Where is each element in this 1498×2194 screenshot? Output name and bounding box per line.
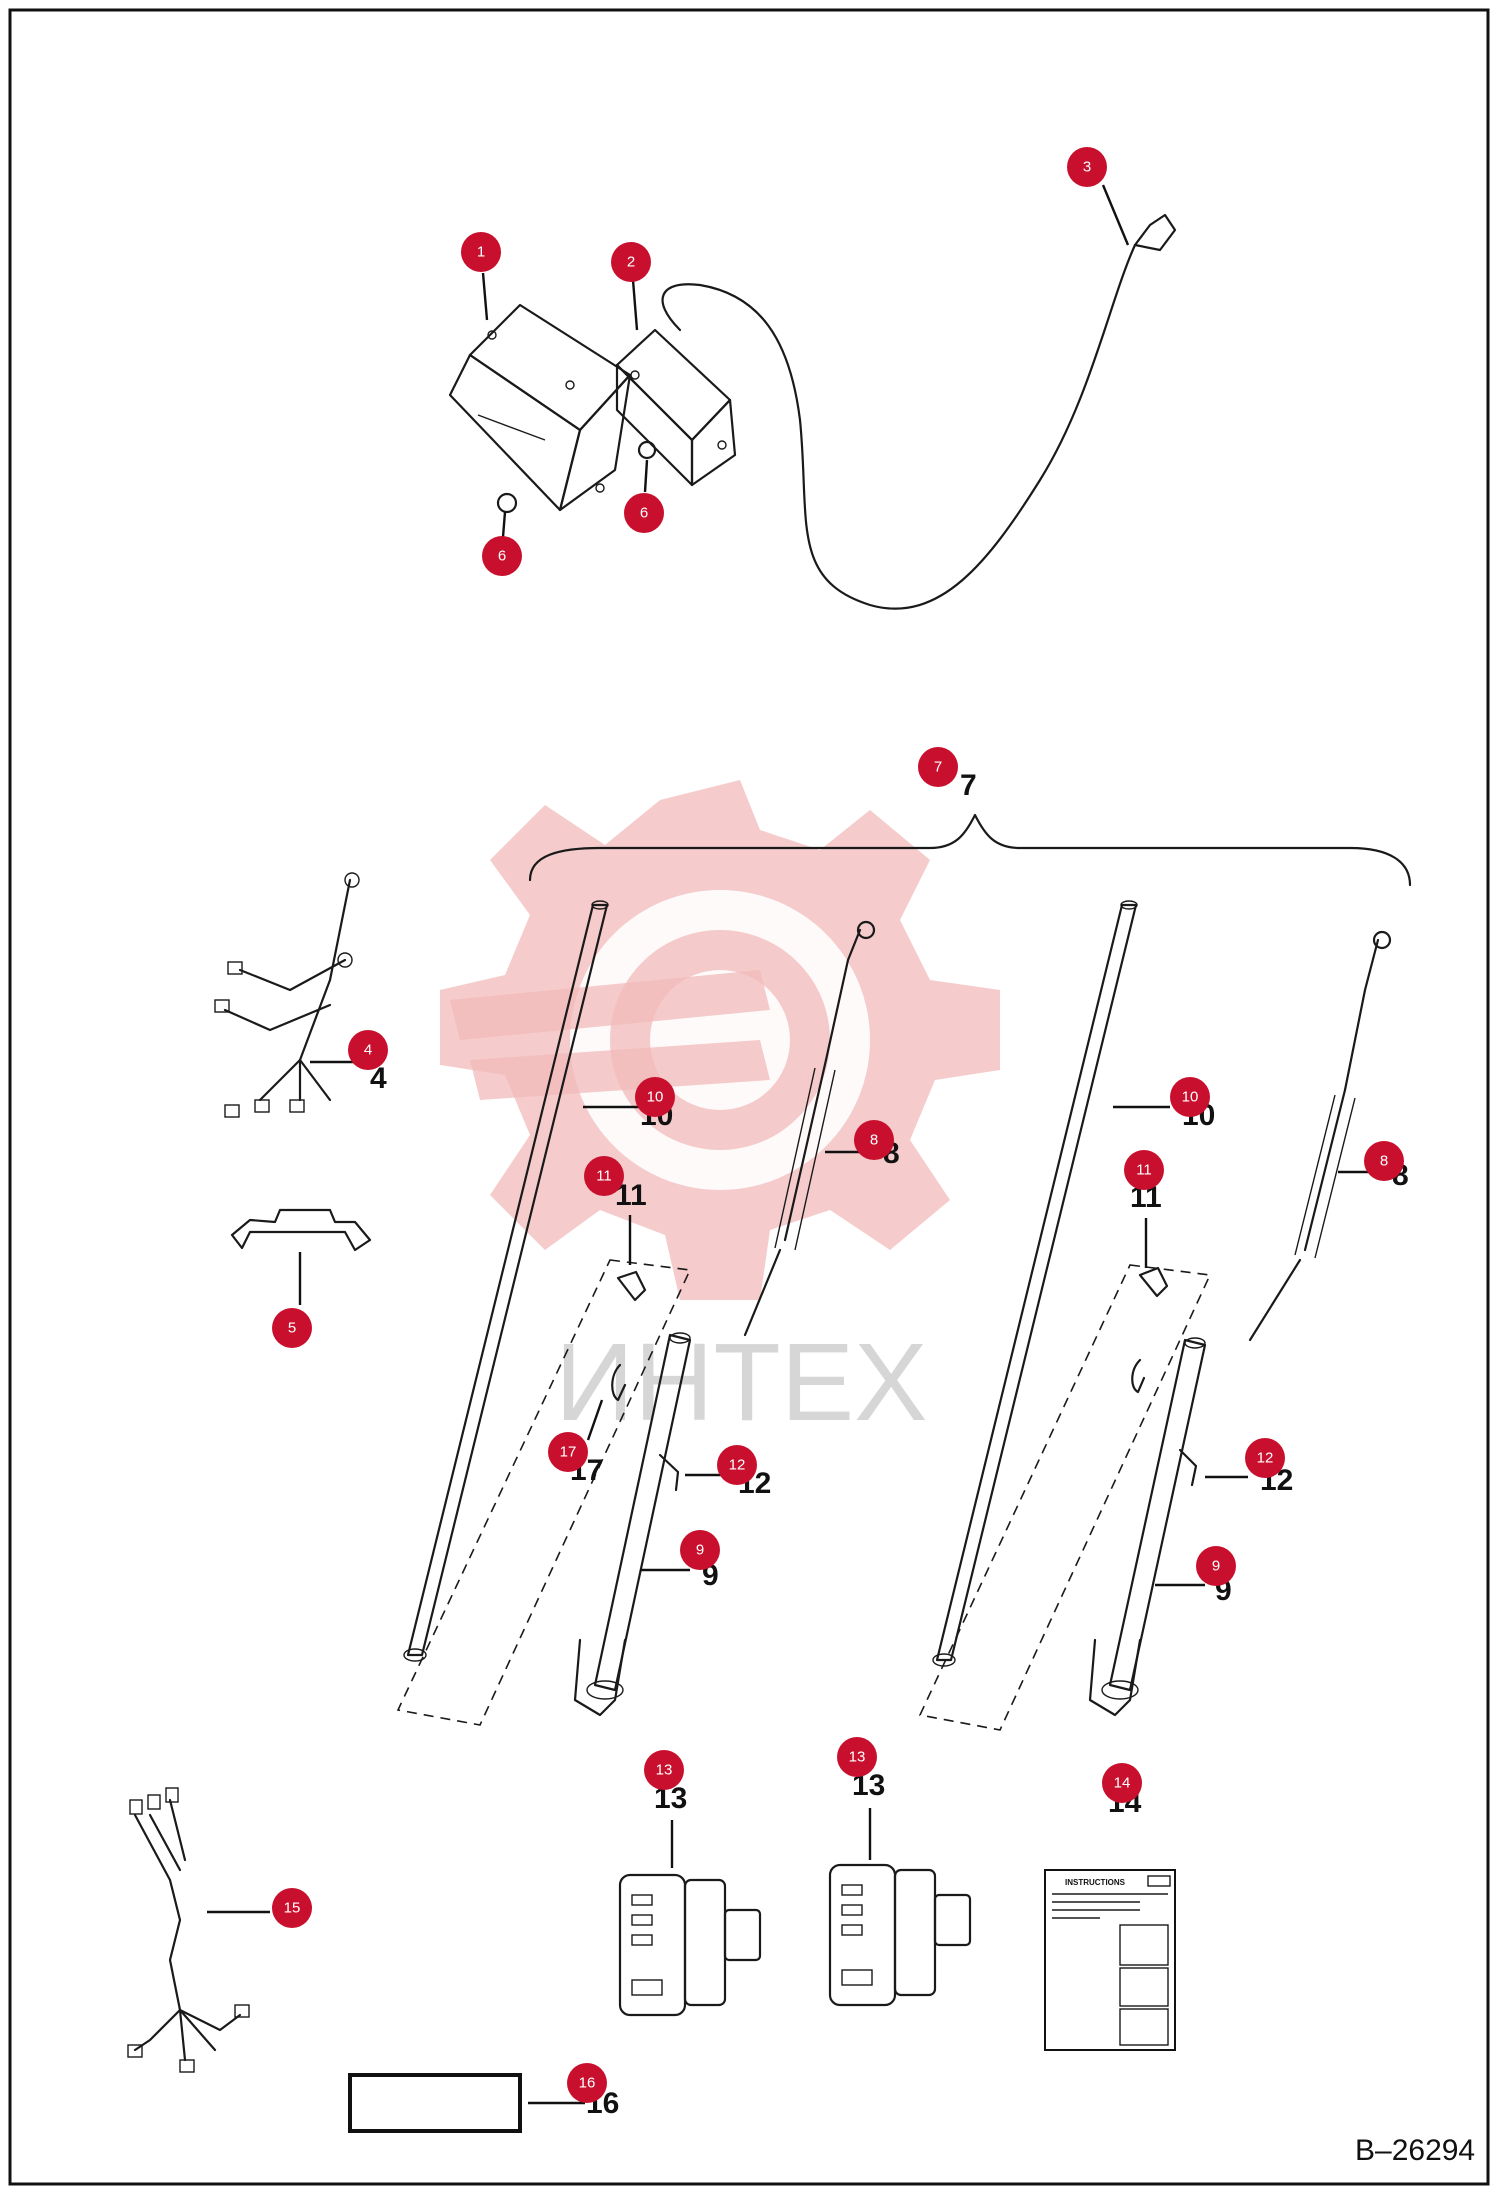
part-11-kit-outline-right [918,1264,1212,1731]
svg-text:8: 8 [870,1132,878,1149]
badge-14: 14 [1102,1763,1142,1803]
badge-15: 15 [272,1888,312,1928]
svg-text:10: 10 [1182,1089,1199,1106]
badge-3: 3 [1067,147,1107,187]
part-13-switch-right [828,1863,972,2007]
part-12-pin-right [1178,1448,1198,1487]
badge-7: 7 [918,747,958,787]
svg-text:3: 3 [1083,159,1091,176]
badge-6-left: 6 [482,536,522,576]
svg-text:4: 4 [364,1042,372,1059]
watermark-text: ИНТЕХ [555,1321,927,1444]
badge-2: 2 [611,242,651,282]
badge-12-right: 12 [1245,1438,1285,1478]
part-13-switch-left [618,1873,762,2017]
part-9-leg-left [573,1332,692,1717]
label-7: 7 [960,769,977,802]
part-10-tube-right [932,900,1138,1667]
diagram-code: B–26294 [1355,2134,1475,2167]
part-6-nut-left [496,492,518,514]
part-9-leg-right [1088,1337,1207,1717]
part-14-instruction-sheet: INSTRUCTIONS [1044,1869,1176,2051]
badge-9-right: 9 [1196,1546,1236,1586]
svg-text:10: 10 [647,1089,664,1106]
badge-17: 17 [548,1432,588,1472]
diagram-border [8,8,1490,2186]
badge-9-left: 9 [680,1530,720,1570]
knob-right [1138,1266,1169,1298]
badge-10-right: 10 [1170,1077,1210,1117]
svg-text:13: 13 [656,1762,673,1779]
part-17-clip-right [1131,1358,1146,1394]
part-1-mount-bracket [448,303,632,512]
label-4: 4 [370,1062,387,1095]
part-5-mount-bracket [230,1208,372,1252]
badge-13-right: 13 [837,1737,877,1777]
part-10-tube-left [403,900,609,1662]
leader-lines [207,184,1380,2105]
part-4-wire-harness [214,872,360,1118]
part-16-decal [348,2073,522,2133]
badge-6-right: 6 [624,493,664,533]
part-8-coil-cord-right [1248,930,1392,1342]
badge-13-left: 13 [644,1750,684,1790]
svg-text:6: 6 [498,548,506,565]
badge-8-left: 8 [854,1120,894,1160]
svg-text:2: 2 [627,254,635,271]
part-6-nut-right [637,440,657,460]
badge-11-left: 11 [584,1156,624,1196]
svg-text:12: 12 [1257,1450,1274,1467]
svg-text:5: 5 [288,1320,296,1337]
svg-text:14: 14 [1114,1775,1131,1792]
badge-8-right: 8 [1364,1141,1404,1181]
badge-4: 4 [348,1030,388,1070]
part-3-cable [661,243,1137,610]
part-2-control-box [615,328,737,487]
svg-text:1: 1 [477,244,485,261]
badge-11-right: 11 [1124,1150,1164,1190]
badge-16: 16 [567,2063,607,2103]
svg-text:6: 6 [640,505,648,522]
svg-text:11: 11 [596,1168,612,1185]
part-15-wire-harness [127,1787,250,2073]
svg-text:13: 13 [849,1749,866,1766]
svg-text:9: 9 [696,1542,704,1559]
svg-text:9: 9 [1212,1558,1220,1575]
instruction-sheet-heading: INSTRUCTIONS [1065,1878,1126,1887]
badge-1: 1 [461,232,501,272]
part-17-clip-left [611,1363,627,1402]
part-7-kit-brace [528,813,1412,887]
cable-connector [1133,213,1177,252]
knob-left [616,1270,647,1302]
part-11-kit-outline-left [396,1259,692,1726]
badge-12-left: 12 [717,1445,757,1485]
svg-text:8: 8 [1380,1153,1388,1170]
svg-text:16: 16 [579,2075,596,2092]
svg-text:7: 7 [934,759,942,776]
badge-10-left: 10 [635,1077,675,1117]
part-8-coil-cord-left [743,920,876,1337]
watermark-gear-logo [440,780,1000,1300]
svg-text:15: 15 [284,1900,301,1917]
svg-text:11: 11 [1136,1162,1152,1179]
badge-5: 5 [272,1308,312,1348]
part-12-pin-left [658,1453,680,1492]
svg-text:17: 17 [560,1444,577,1461]
svg-text:12: 12 [729,1457,746,1474]
